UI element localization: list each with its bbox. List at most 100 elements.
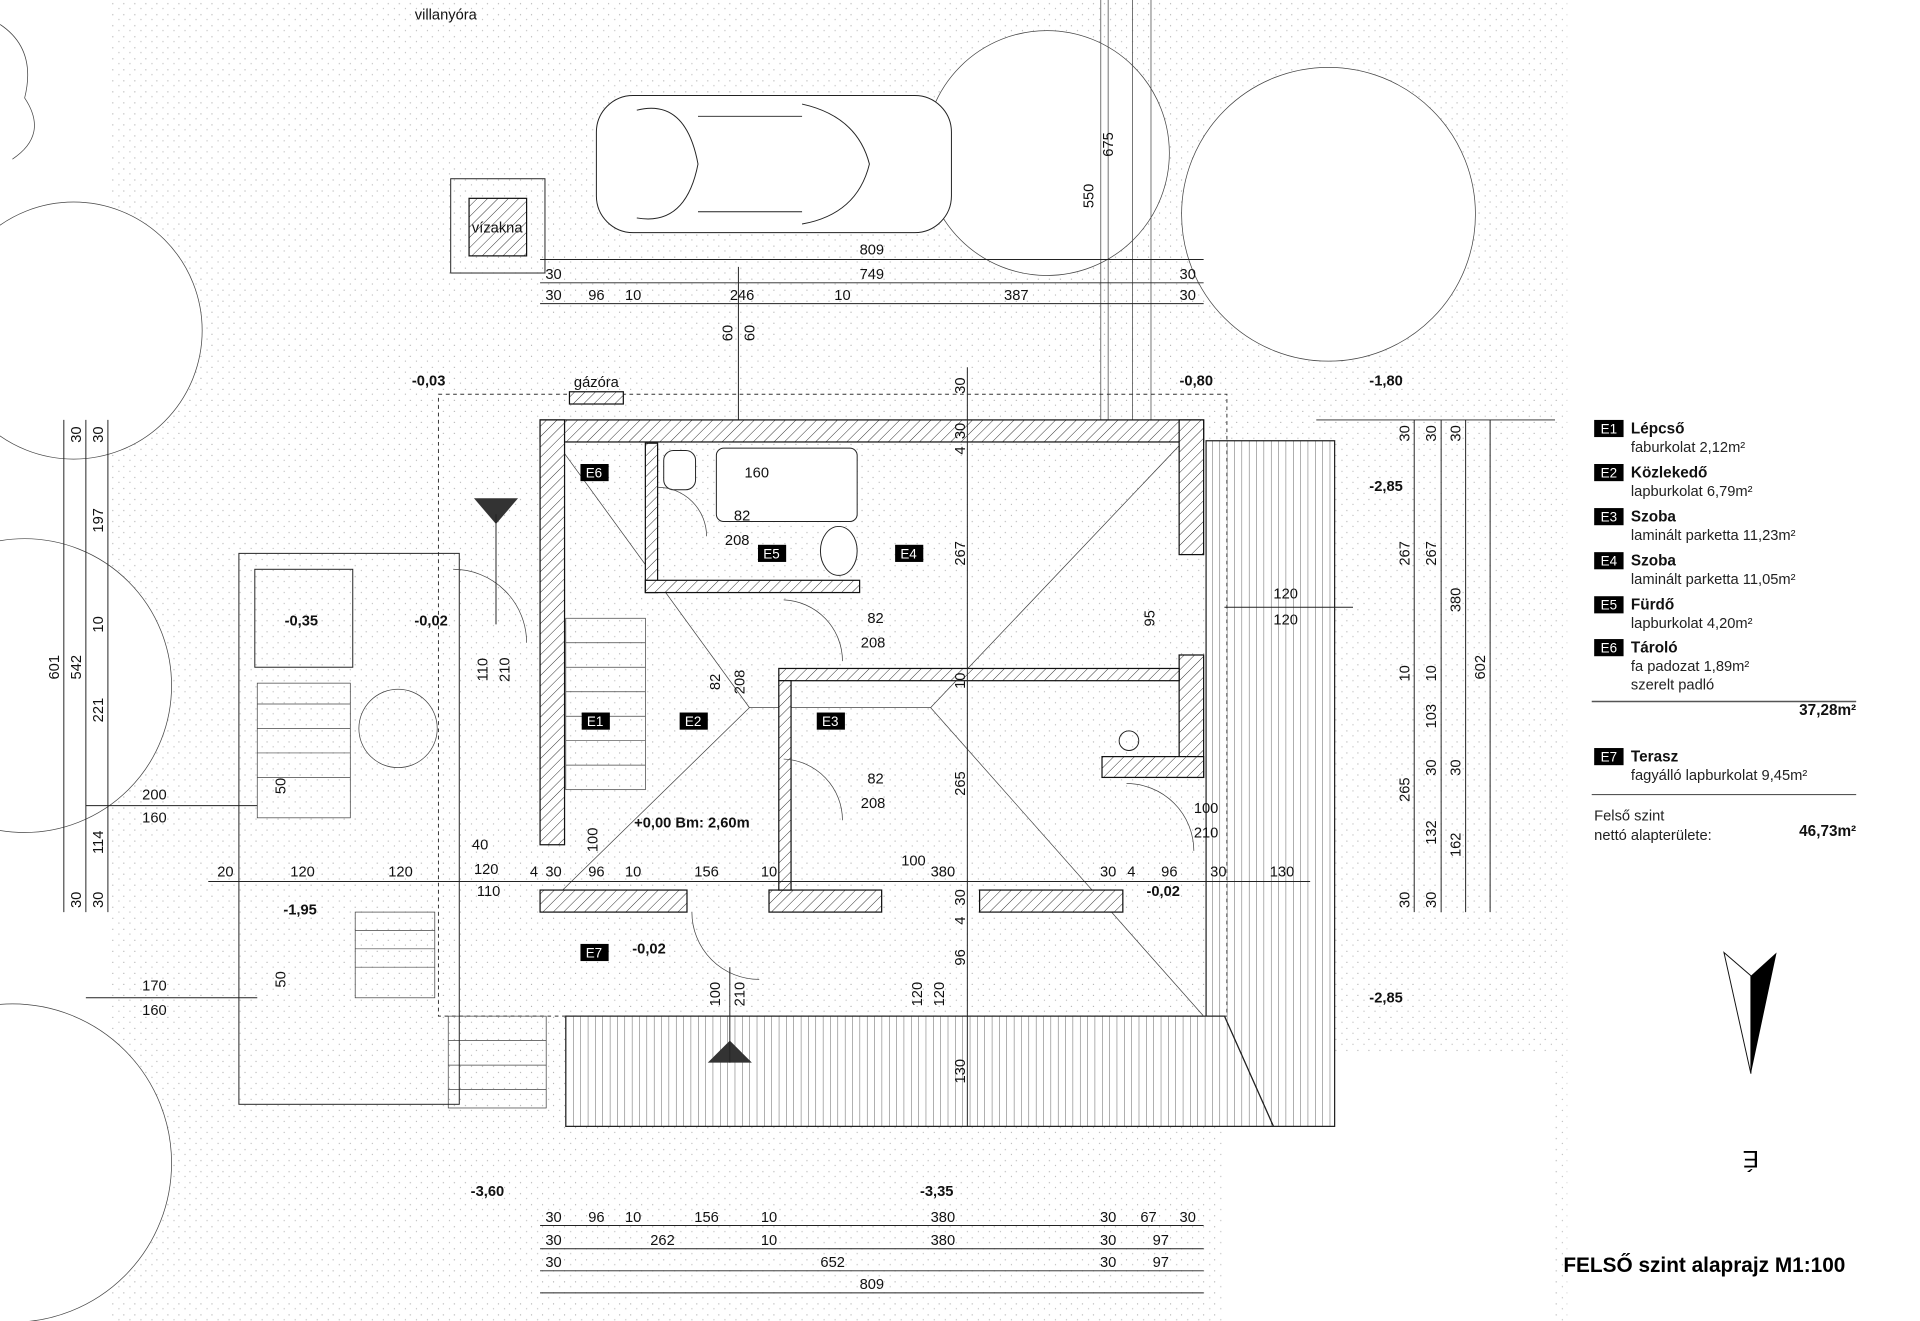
dim-label: 10 — [761, 865, 777, 881]
dim-label: 67 — [1140, 1210, 1156, 1226]
legend-room-desc: laminált parketta 11,05m² — [1631, 572, 1796, 588]
dim-label: 387 — [1004, 288, 1029, 304]
gas-meter-box — [568, 391, 624, 405]
level-label: -3,60 — [471, 1184, 504, 1200]
dim-label: 120 — [932, 982, 948, 1007]
dim-label: 100 — [901, 854, 926, 870]
dim-label: 30 — [1180, 1210, 1196, 1226]
legend-room-desc: lapburkolat 4,20m² — [1631, 616, 1753, 632]
legend-room-desc: fa padozat 1,89m² — [1631, 659, 1749, 675]
dim-label: 30 — [1424, 425, 1440, 441]
legend-room-desc: lapburkolat 6,79m² — [1631, 484, 1753, 500]
interior-dimensions: 160 82 208 82 208 82 208 110 210 82 208 … — [475, 465, 1297, 1083]
dim-label: 380 — [1449, 588, 1465, 613]
dim-label: 30 — [1100, 1255, 1116, 1271]
level-label: -0,35 — [285, 614, 318, 630]
dim-label: 267 — [1424, 541, 1440, 566]
left-dimensions: 601 542 30 30 197 10 221 114 30 30 200 1… — [47, 426, 500, 1018]
dim-label: 30 — [953, 377, 969, 393]
dim-label: 30 — [1180, 288, 1196, 304]
dim-label: 82 — [734, 508, 750, 524]
net-area-total: 46,73m² — [1799, 823, 1856, 840]
dim-label: 210 — [733, 982, 749, 1007]
dim-label: 267 — [953, 541, 969, 566]
dim-label: 10 — [1397, 665, 1413, 681]
dim-label: 601 — [47, 655, 63, 680]
room-tag: E7 — [586, 945, 602, 960]
dim-label: 809 — [860, 1277, 885, 1293]
stairs — [256, 617, 646, 1109]
dim-label: 95 — [1143, 610, 1159, 626]
dim-label: 97 — [1153, 1255, 1169, 1271]
toilet-icon — [663, 450, 697, 491]
dim-label: 97 — [1153, 1233, 1169, 1249]
dim-label: 50 — [273, 778, 289, 794]
stair-tower — [238, 552, 460, 1105]
dim-label: 380 — [931, 1210, 956, 1226]
dim-label: 20 — [217, 865, 233, 881]
north-arrow-icon: É — [1723, 951, 1777, 1172]
dim-label: 114 — [91, 831, 107, 854]
level-label: -2,85 — [1369, 479, 1402, 495]
dim-label: 170 — [142, 978, 167, 994]
bottom-dimensions: 30 96 10 156 10 380 30 67 30 30 262 10 3… — [545, 1210, 1196, 1293]
dim-label: 162 — [1449, 832, 1465, 857]
legend-tag: E2 — [1601, 465, 1617, 480]
dim-label: 749 — [860, 267, 885, 283]
legend-room-name: Lépcső — [1631, 420, 1685, 437]
dim-label: 160 — [745, 465, 770, 481]
dim-label: 30 — [1100, 1233, 1116, 1249]
dim-label: 100 — [586, 828, 602, 853]
dim-label: 40 — [472, 838, 488, 854]
legend-tag: E5 — [1601, 598, 1617, 613]
dim-label: 120 — [1273, 587, 1298, 603]
net-area-label: Felső szint — [1594, 808, 1664, 824]
dim-label: 30 — [1397, 892, 1413, 908]
dim-label: 60 — [742, 325, 758, 341]
dim-label: 120 — [1273, 612, 1298, 628]
dim-label: 550 — [1081, 184, 1097, 209]
dim-label: 380 — [931, 1233, 956, 1249]
level-label: -0,80 — [1180, 374, 1213, 390]
dim-label: 10 — [834, 288, 850, 304]
dim-label: 809 — [860, 243, 885, 259]
dim-label: 30 — [1210, 865, 1226, 881]
dim-label: 10 — [625, 865, 641, 881]
legend-room-name: Fürdő — [1631, 597, 1674, 614]
dim-label: 4 — [953, 917, 969, 925]
net-area-label: nettó alapterülete: — [1594, 828, 1712, 844]
dim-label: 160 — [142, 1003, 167, 1019]
dim-label: 100 — [708, 982, 724, 1007]
dim-label: 542 — [69, 655, 85, 680]
dim-label: 160 — [142, 811, 167, 827]
dim-label: 156 — [694, 1210, 719, 1226]
dim-label: 265 — [953, 771, 969, 796]
dimension-lines — [63, 259, 1556, 1294]
dim-label: 120 — [474, 862, 499, 878]
legend-tag: E7 — [1601, 750, 1617, 765]
dim-label: 10 — [1424, 665, 1440, 681]
dim-label: 30 — [545, 1255, 561, 1271]
dim-label: 130 — [953, 1059, 969, 1084]
legend-room-name: Szoba — [1631, 509, 1677, 526]
dim-label: 96 — [588, 288, 604, 304]
room-tag: E6 — [586, 465, 602, 480]
dim-label: 30 — [1180, 267, 1196, 283]
dim-label: 10 — [761, 1233, 777, 1249]
legend-room-desc: szerelt padló — [1631, 677, 1714, 693]
dim-label: 30 — [545, 288, 561, 304]
dim-label: 30 — [1424, 759, 1440, 775]
level-label: -0,02 — [1146, 884, 1179, 900]
room-tag: E2 — [685, 714, 701, 729]
dim-label: 96 — [953, 949, 969, 965]
legend-room-desc: fagyálló lapburkolat 9,45m² — [1631, 768, 1807, 784]
gas-meter-label: gázóra — [574, 375, 620, 391]
dim-label: 210 — [497, 657, 513, 682]
dim-label: 380 — [931, 865, 956, 881]
dim-label: 96 — [588, 1210, 604, 1226]
dim-label: 4 — [1127, 865, 1135, 881]
dim-label: 100 — [1194, 801, 1219, 817]
dim-label: 156 — [694, 865, 719, 881]
utility-lines — [1100, 0, 1152, 420]
legend-tag: E6 — [1601, 641, 1617, 656]
